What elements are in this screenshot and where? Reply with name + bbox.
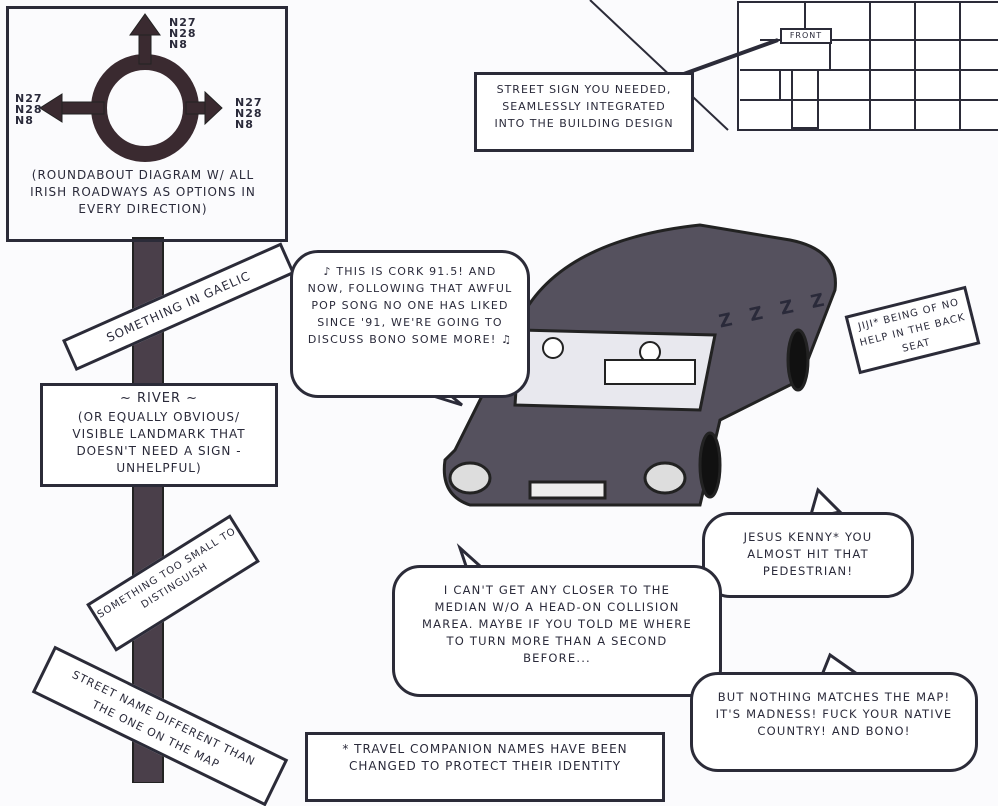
top-routes: N27 N28 N8 [169,17,197,50]
left-routes: N27 N28 N8 [15,93,43,126]
sketch-drawings [39,0,998,783]
radio-bubble: ♪ This is Cork 91.5! And now, following … [290,250,530,398]
building-drawing [589,0,998,131]
route-label: N28 [15,103,43,116]
car-drawing [442,223,837,507]
river-caption: (or equally obvious/ visible landmark th… [72,410,246,475]
route-label: N8 [15,114,34,127]
roundabout-caption: (Roundabout diagram w/ all Irish roadway… [30,168,256,216]
building-callout: Street sign you needed, seamlessly integ… [474,72,694,152]
river-title: ~ River ~ [119,391,199,406]
route-label: N27 [169,16,197,29]
driver-bubble: I can't get any closer to the median w/o… [392,565,722,697]
river-sign: ~ River ~ (or equally obvious/ visible l… [40,383,278,487]
roundabout-sign: N27 N28 N8 N27 N28 N8 N27 N28 N8 (Rounda… [6,6,288,242]
route-label: N27 [15,92,43,105]
passenger-bubble: Jesus Kenny* you almost hit that pedestr… [702,512,914,598]
map-bubble: But nothing matches the map! It's madnes… [690,672,978,772]
route-label: N8 [235,118,254,131]
route-label: N27 [235,96,263,109]
route-label: N8 [169,38,188,51]
footnote-box: * Travel companion names have been chang… [305,732,665,802]
route-label: N28 [235,107,263,120]
right-routes: N27 N28 N8 [235,97,263,130]
route-label: N28 [169,27,197,40]
roundabout-icon [39,13,223,162]
building-front-sign: Front [780,28,832,44]
